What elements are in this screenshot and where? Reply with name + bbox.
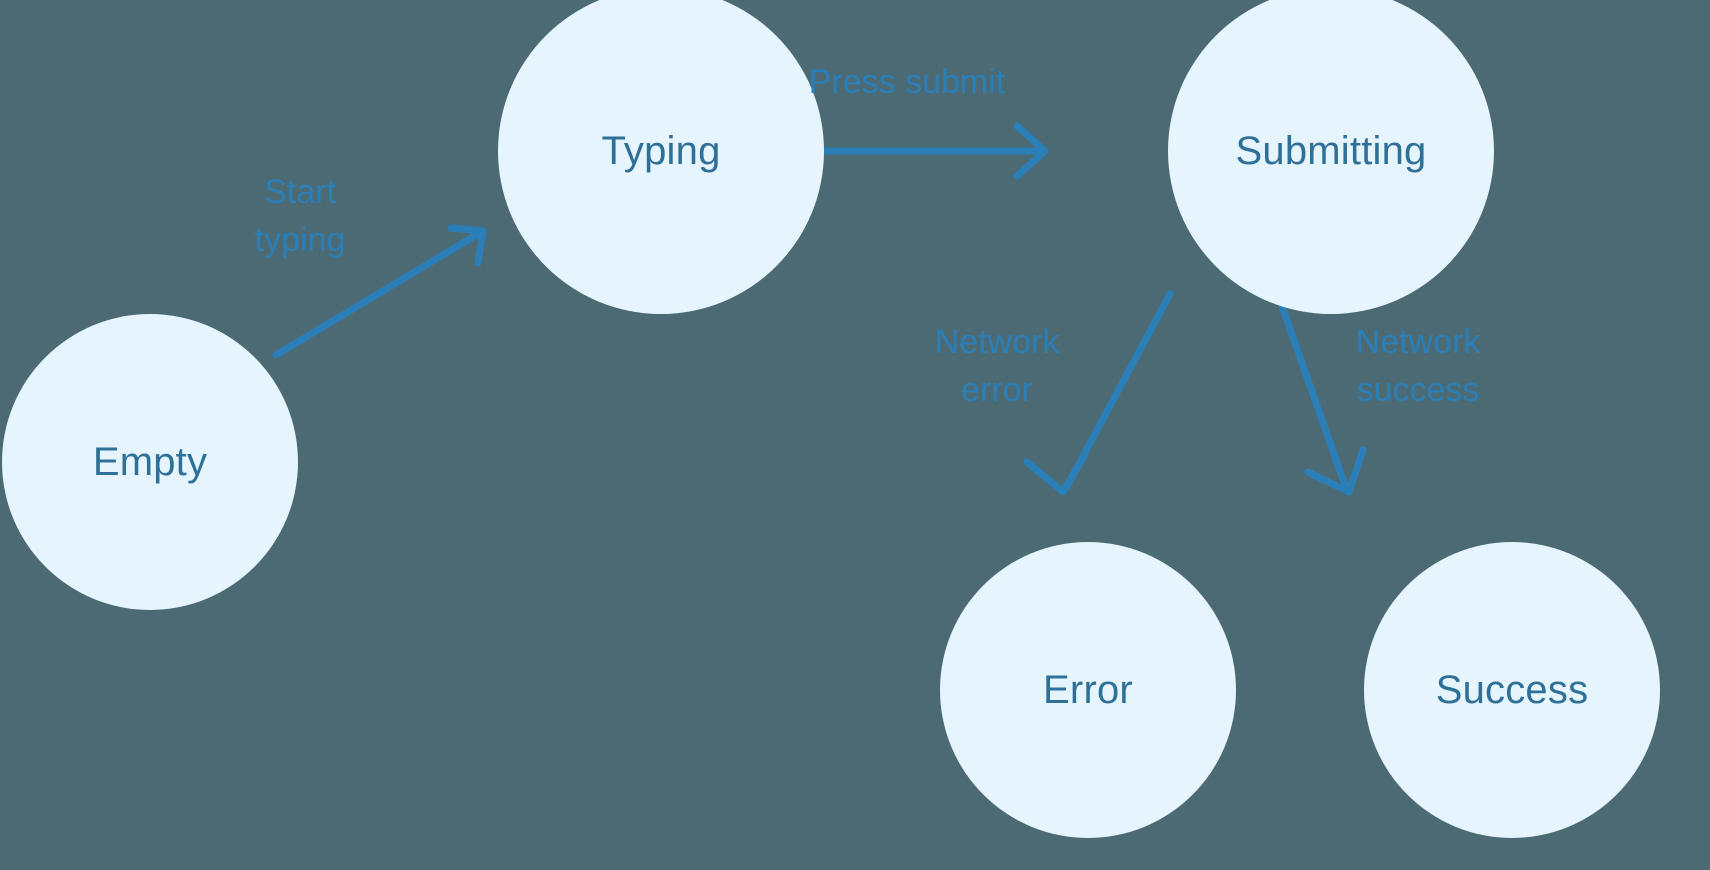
- state-node-success[interactable]: Success: [1364, 542, 1660, 838]
- edge-label-press-submit: Press submit: [808, 63, 1006, 101]
- state-node-typing[interactable]: Typing: [498, 0, 824, 314]
- edge-label-network-success: Network success: [1355, 323, 1481, 410]
- arrowhead: [1304, 446, 1367, 496]
- edge-submitting-to-error: [1023, 290, 1174, 496]
- state-node-label: Empty: [92, 440, 208, 484]
- edge-line: [1273, 288, 1350, 492]
- arrowhead: [1013, 122, 1049, 180]
- edge-label-network-error: Network error: [934, 323, 1060, 410]
- state-node-label: Error: [1043, 668, 1133, 712]
- edge-empty-to-typing: [272, 224, 487, 359]
- state-node-empty[interactable]: Empty: [2, 314, 298, 610]
- arrowhead: [1023, 451, 1089, 496]
- state-node-label: Typing: [601, 129, 721, 173]
- arrowhead: [447, 224, 487, 267]
- state-node-submitting[interactable]: Submitting: [1168, 0, 1494, 314]
- edge-submitting-to-success: [1273, 288, 1367, 496]
- edge-line: [272, 230, 482, 359]
- state-node-label: Success: [1435, 668, 1589, 712]
- edge-label-start-typing: Start typing: [254, 173, 346, 260]
- state-node-error[interactable]: Error: [940, 542, 1236, 838]
- state-node-label: Submitting: [1235, 129, 1427, 173]
